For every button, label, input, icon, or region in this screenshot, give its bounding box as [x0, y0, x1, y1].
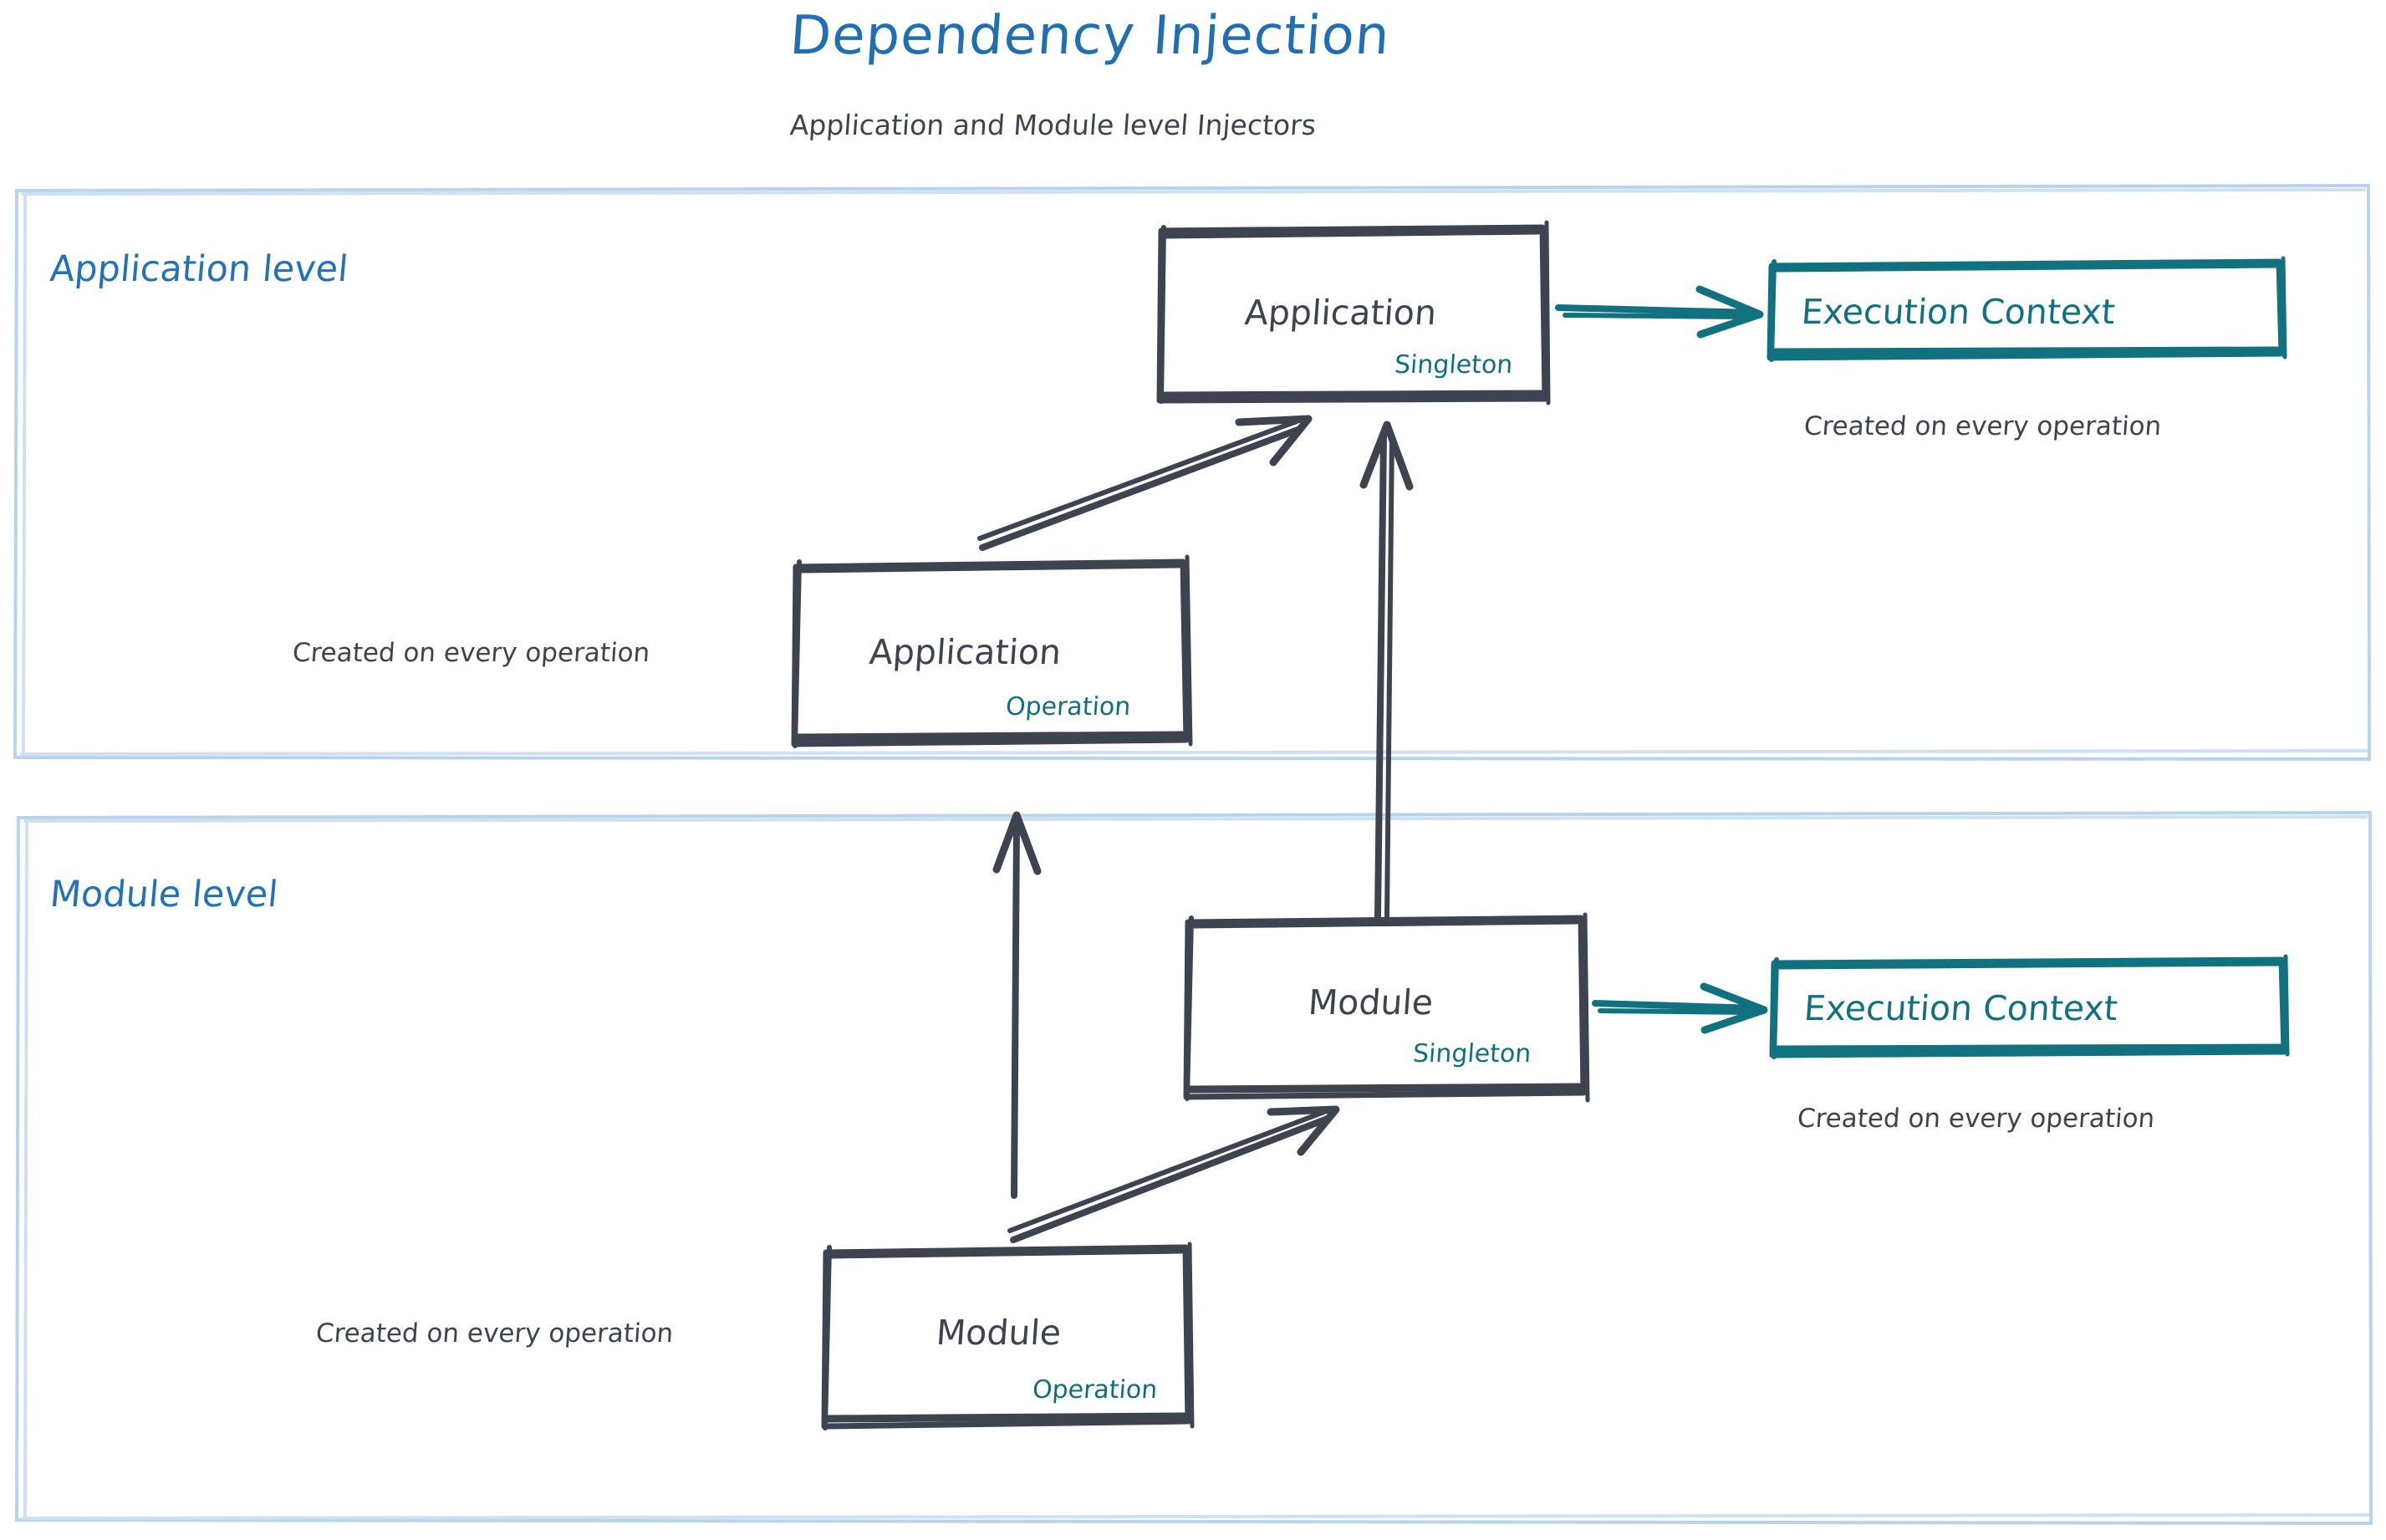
- note-module-operation: Created on every operation: [314, 1318, 675, 1349]
- node-module-singleton-title: Module: [1307, 982, 1435, 1022]
- edge-application-operation-to-singleton: [977, 415, 1313, 551]
- edge-application-to-execution-context: [1555, 285, 1764, 339]
- node-module-execution-context-title: Execution Context: [1802, 988, 2119, 1028]
- panel-module-level: [14, 810, 2373, 1526]
- node-application-operation-shape[interactable]: [791, 554, 1193, 748]
- node-module-singleton-shape[interactable]: [1183, 912, 1590, 1103]
- node-module-operation-title: Module: [935, 1313, 1063, 1353]
- panel-label-module-level: Module level: [48, 874, 280, 915]
- node-application-singleton-shape[interactable]: [1156, 220, 1551, 405]
- note-application-execution-context: Created on every operation: [1802, 411, 2163, 441]
- node-module-singleton-tag: Singleton: [1411, 1039, 1532, 1068]
- node-application-execution-context-title: Execution Context: [1800, 292, 2117, 332]
- node-module-execution-context-shape[interactable]: [1769, 954, 2290, 1059]
- edge-module-operation-to-application-operation: [992, 811, 1042, 1199]
- node-module-operation-tag: Operation: [1031, 1375, 1159, 1405]
- note-application-operation: Created on every operation: [291, 638, 651, 668]
- panel-application-level: [13, 183, 2372, 762]
- note-module-execution-context: Created on every operation: [1796, 1104, 2156, 1134]
- node-module-operation-shape[interactable]: [821, 1242, 1195, 1430]
- panel-label-application-level: Application level: [48, 248, 350, 290]
- node-application-operation-title: Application: [868, 632, 1063, 672]
- node-application-execution-context-shape[interactable]: [1767, 256, 2287, 362]
- node-application-singleton-title: Application: [1243, 293, 1438, 333]
- node-application-singleton-tag: Singleton: [1393, 350, 1514, 380]
- node-application-operation-tag: Operation: [1004, 692, 1132, 722]
- edge-module-singleton-to-application-singleton: [1359, 421, 1414, 920]
- edge-module-operation-to-singleton: [1007, 1105, 1340, 1243]
- edge-module-to-execution-context: [1592, 982, 1768, 1034]
